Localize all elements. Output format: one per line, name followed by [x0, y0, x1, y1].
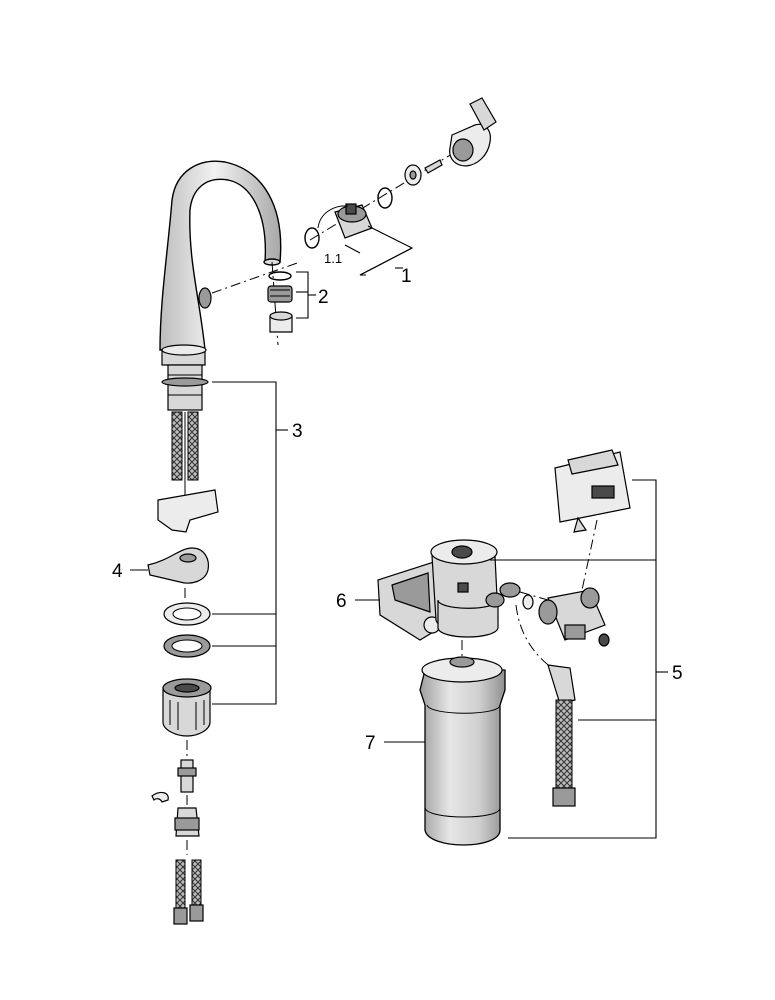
- threaded-shank: [161, 364, 209, 411]
- valve-block: [519, 587, 610, 647]
- faucet-body: [159, 160, 282, 520]
- callout-3: 3: [292, 421, 303, 442]
- callout-7: 7: [365, 733, 376, 754]
- callout-5: 5: [672, 663, 683, 684]
- filter-cartridge: [419, 640, 506, 846]
- callout-1: 1: [401, 266, 412, 287]
- supply-hose: [515, 604, 576, 807]
- cartridge-assembly: [304, 97, 497, 249]
- callout-1-1: 1.1: [324, 251, 342, 266]
- connector-parts: [151, 740, 204, 925]
- braided-hose-left: [171, 411, 183, 481]
- braided-hose-right: [187, 411, 199, 481]
- callout-4: 4: [112, 561, 123, 582]
- filter-head: [377, 539, 521, 641]
- item-4-spacer: [147, 547, 210, 584]
- callout-2: 2: [318, 287, 329, 308]
- aerator-parts: [267, 271, 293, 333]
- mounting-parts: [147, 489, 219, 737]
- display-unit: [554, 449, 631, 591]
- callout-6: 6: [336, 591, 347, 612]
- leader-lines: [130, 225, 668, 839]
